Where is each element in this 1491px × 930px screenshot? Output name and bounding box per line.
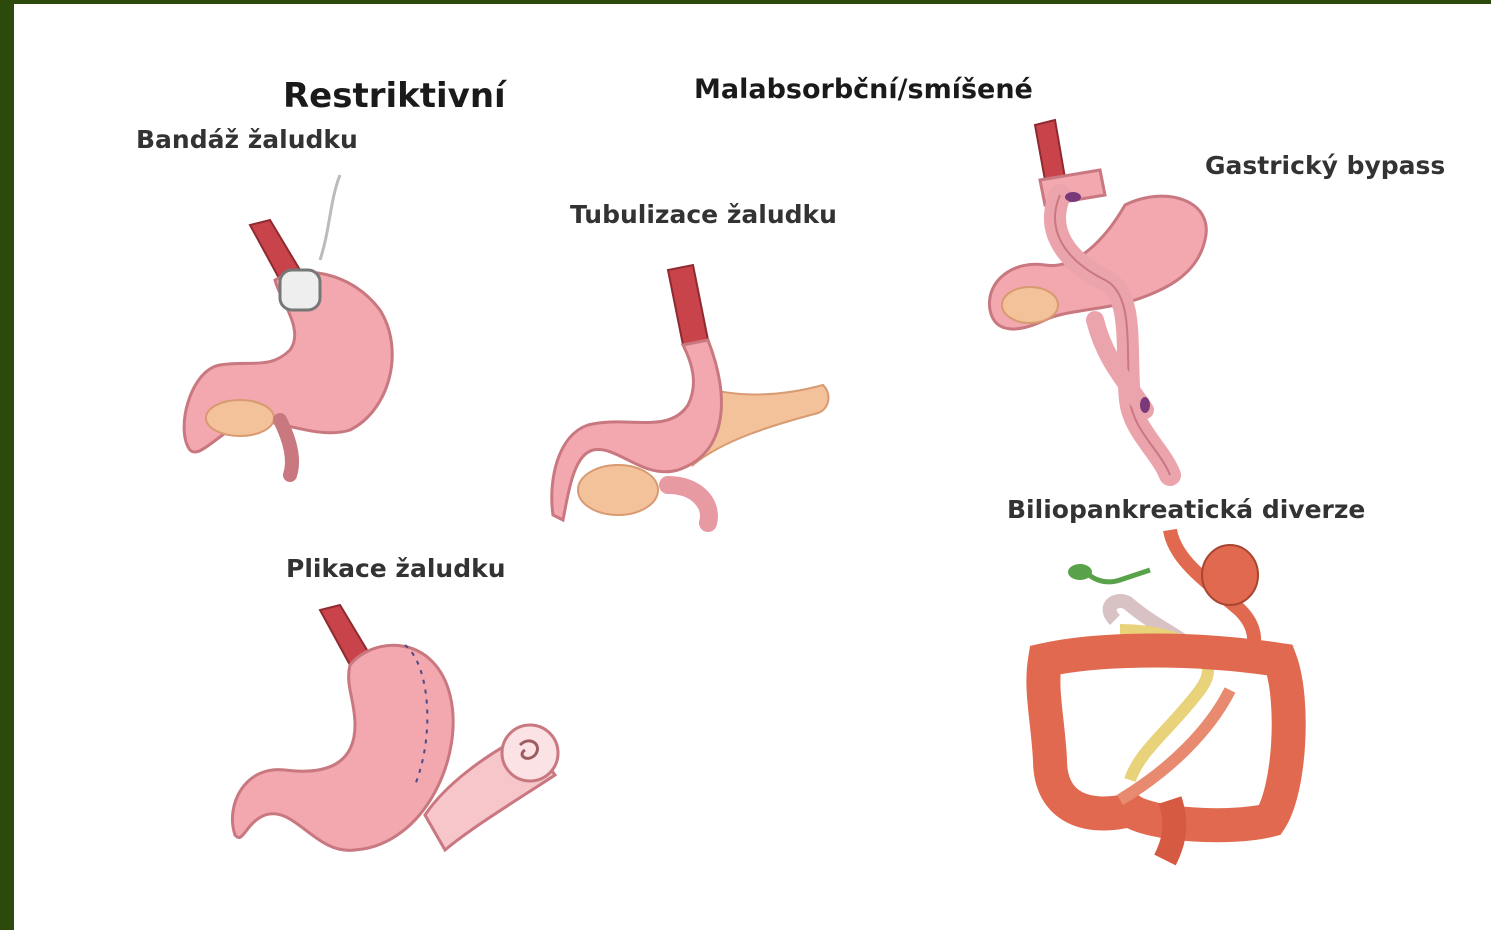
gastric-plication-illustration xyxy=(225,605,570,865)
heading-restrictive: Restriktivní xyxy=(283,76,506,116)
sleeve-gastrectomy-illustration xyxy=(548,265,838,535)
gastric-band-illustration xyxy=(170,170,410,490)
label-biliopancreatic-diversion: Biliopankreatická diverze xyxy=(1007,495,1365,524)
label-sleeve-gastrectomy: Tubulizace žaludku xyxy=(570,200,837,229)
label-gastric-band: Bandáž žaludku xyxy=(136,125,358,154)
biliopancreatic-diversion-illustration xyxy=(1030,530,1300,870)
label-gastric-plication: Plikace žaludku xyxy=(286,554,506,583)
label-gastric-bypass: Gastrický bypass xyxy=(1205,151,1445,180)
gastric-bypass-illustration xyxy=(985,120,1220,480)
heading-malabsorptive: Malabsorbční/smíšené xyxy=(694,74,1033,105)
